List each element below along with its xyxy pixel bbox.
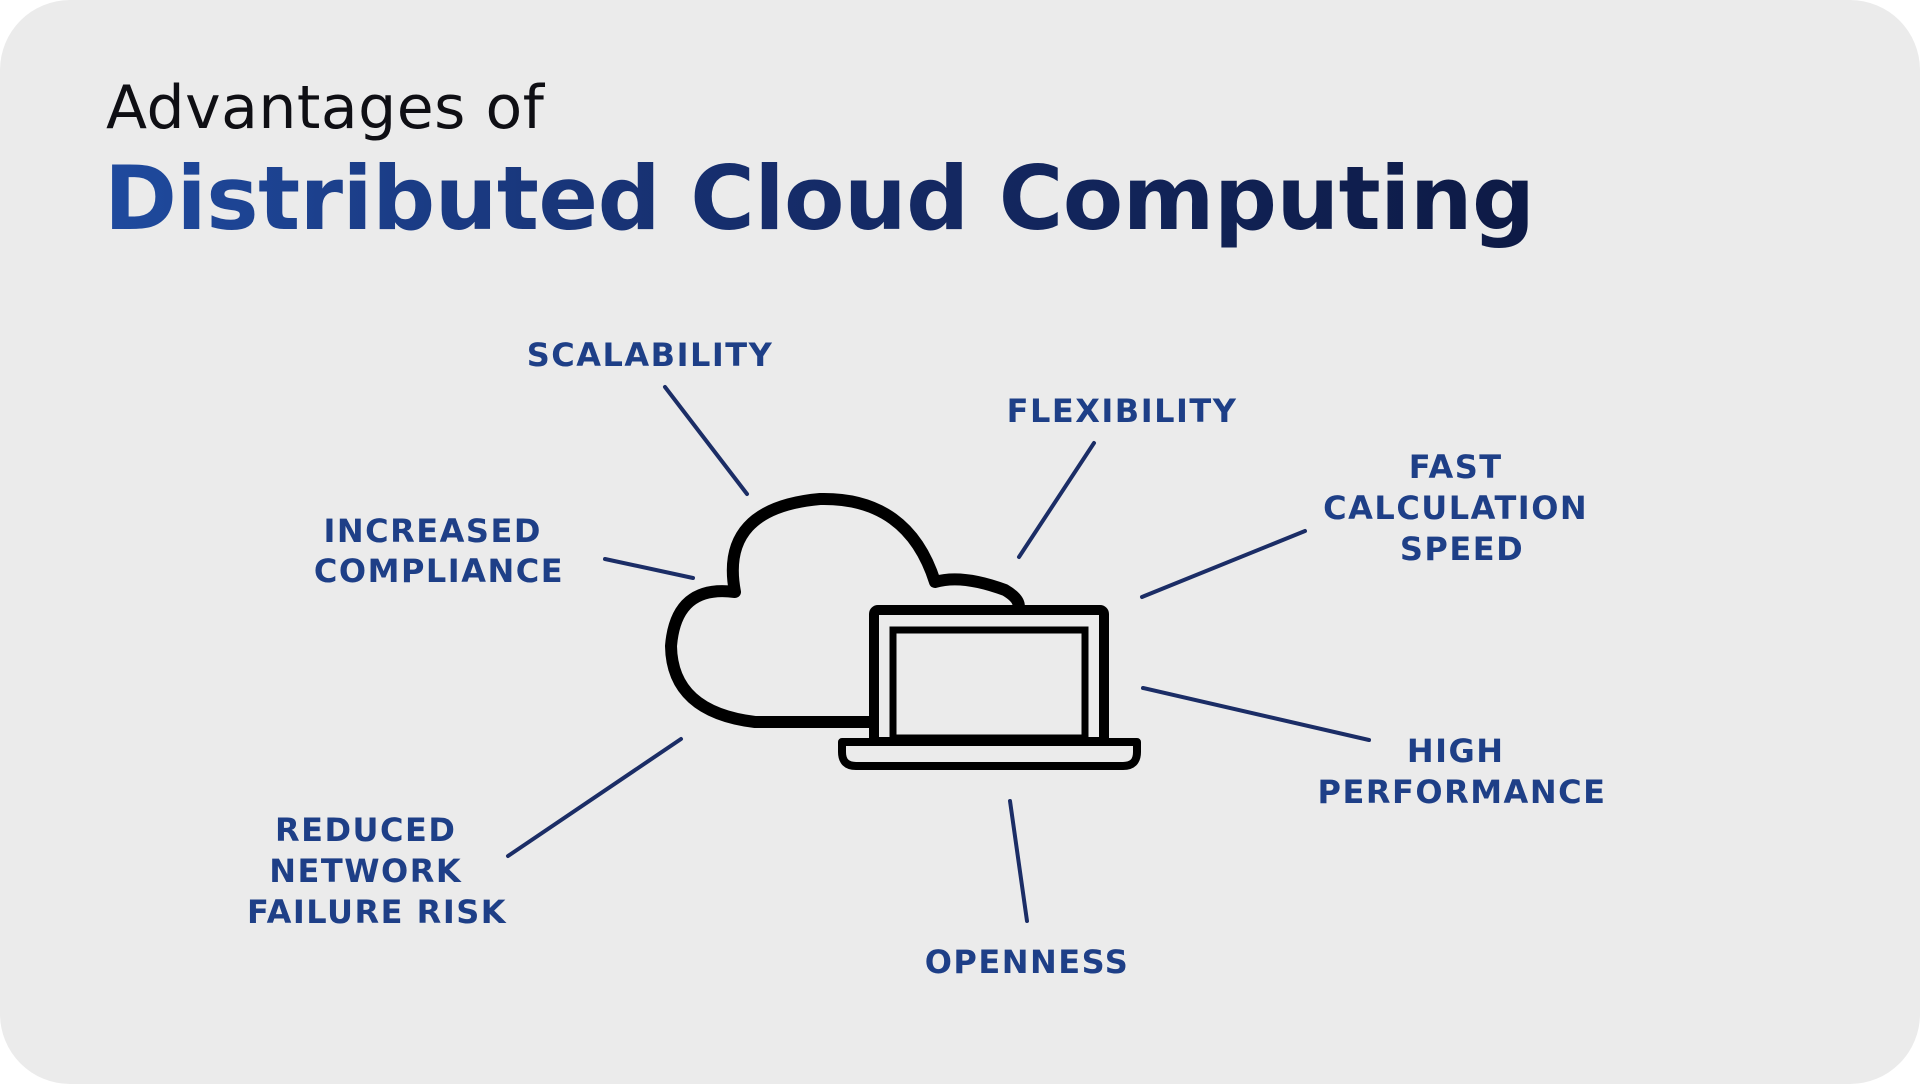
benefit-increased-compliance: INCREASED COMPLIANCE [314,512,564,590]
connector-compliance [603,557,695,580]
benefit-high-performance: HIGH PERFORMANCE [1318,732,1607,811]
connector-lines [506,385,1371,923]
laptop-icon [838,605,1141,770]
benefit-openness: OPENNESS [925,943,1130,981]
benefit-speed-line-1: FAST [1409,448,1503,486]
benefit-failure-risk-line-3: FAILURE RISK [247,893,507,931]
benefit-compliance-line-1: INCREASED [323,512,541,550]
benefit-labels: SCALABILITY FLEXIBILITY INCREASED COMPLI… [247,336,1607,981]
benefit-performance-line-2: PERFORMANCE [1318,773,1607,811]
benefit-failure-risk-line-2: NETWORK [269,852,462,890]
cloud-icon [665,492,1025,728]
benefit-flexibility: FLEXIBILITY [1007,392,1238,430]
connector-openness [1008,799,1029,923]
connector-scalability [663,385,749,496]
benefit-performance-line-1: HIGH [1407,732,1505,770]
benefit-scalability-line-1: SCALABILITY [527,336,774,374]
connector-failure-risk [506,737,683,858]
benefit-scalability: SCALABILITY [527,336,774,374]
connector-flexibility [1017,441,1096,559]
benefit-compliance-line-2: COMPLIANCE [314,552,564,590]
connector-performance [1141,686,1371,742]
benefit-speed-line-2: CALCULATION [1323,489,1588,527]
benefit-speed-line-3: SPEED [1400,530,1524,568]
benefit-failure-risk-line-1: REDUCED [275,811,456,849]
benefit-flexibility-line-1: FLEXIBILITY [1007,392,1238,430]
benefit-openness-line-1: OPENNESS [925,943,1130,981]
benefit-reduced-network-failure-risk: REDUCED NETWORK FAILURE RISK [247,811,507,931]
benefit-fast-calculation-speed: FAST CALCULATION SPEED [1323,448,1601,568]
connector-speed [1140,529,1307,599]
central-illustration [665,492,1141,770]
title-line-1: Advantages of [106,73,545,143]
title-line-2: Distributed Cloud Computing [104,140,1535,258]
